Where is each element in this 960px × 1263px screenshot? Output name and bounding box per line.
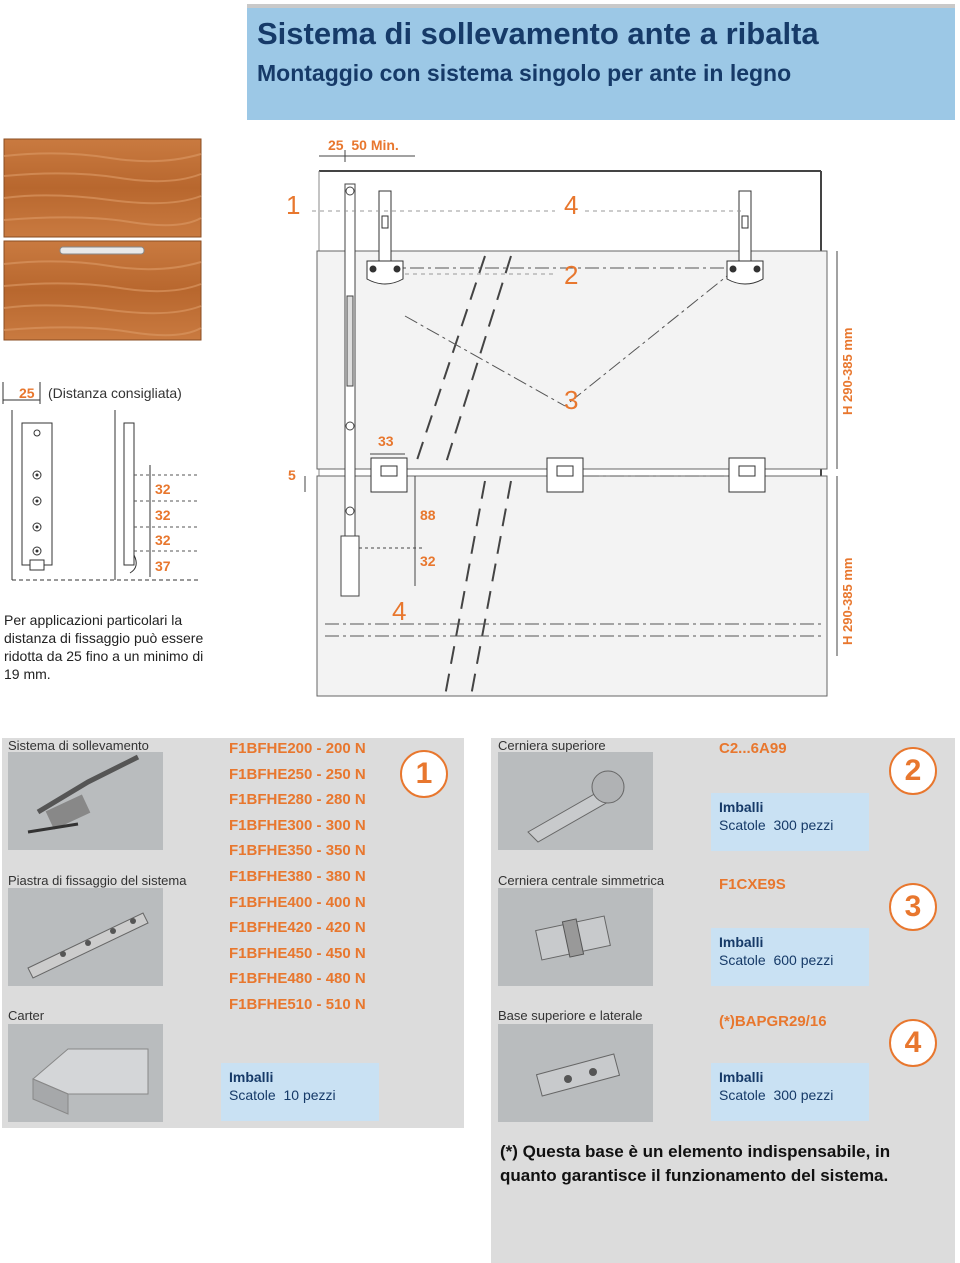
code-item: F1BFHE480 - 480 N: [229, 970, 366, 988]
dim-top: 25 50 Min.: [328, 137, 399, 153]
badge-1: 1: [400, 750, 448, 798]
pack-box-lift: Imballi Scatole 10 pezzi: [221, 1063, 379, 1121]
pack-text: Scatole 300 pezzi: [719, 817, 834, 833]
pack-text: Scatole 300 pezzi: [719, 1087, 834, 1103]
distance-label: (Distanza consigliata): [48, 385, 182, 401]
code-item: F1BFHE510 - 510 N: [229, 995, 366, 1013]
code-item: F1BFHE380 - 380 N: [229, 867, 366, 885]
caption-lift-system: Sistema di sollevamento: [8, 738, 149, 753]
dim-88: 88: [420, 507, 436, 523]
caption-center-hinge: Cerniera centrale simmetrica: [498, 873, 665, 888]
code-center-hinge: F1CXE9S: [719, 876, 786, 893]
badge-2: 2: [889, 747, 937, 795]
center-hinge-photo: [498, 888, 653, 986]
badge-4: 4: [889, 1019, 937, 1067]
mounting-plate-photo: [8, 888, 163, 986]
lift-system-photo: [8, 752, 163, 850]
code-top-hinge: C2...6A99: [719, 740, 787, 757]
code-item: F1BFHE200 - 200 N: [229, 740, 366, 757]
page-subtitle: Montaggio con sistema singolo per ante i…: [257, 60, 792, 86]
height-bottom-label: H 290-385 mm: [840, 557, 855, 645]
code-item: F1BFHE350 - 350 N: [229, 842, 366, 860]
badge-3: 3: [889, 883, 937, 931]
header-banner: Sistema di sollevamento ante a ribalta M…: [247, 4, 955, 120]
code-item: F1BFHE420 - 420 N: [229, 919, 366, 937]
lift-codes-list: F1BFHE200 - 200 N F1BFHE250 - 250 N F1BF…: [229, 740, 366, 1022]
base-photo: [498, 1024, 653, 1122]
pack-text: Scatole 10 pezzi: [229, 1087, 336, 1103]
code-base: (*)BAPGR29/16: [719, 1013, 827, 1030]
code-item: F1BFHE280 - 280 N: [229, 791, 366, 809]
pack-title: Imballi: [719, 799, 764, 815]
pack-title: Imballi: [719, 934, 764, 950]
code-item: F1BFHE400 - 400 N: [229, 893, 366, 911]
callout-4-top: 4: [564, 190, 579, 220]
callout-4-bottom: 4: [392, 596, 407, 626]
dim-32-a: 32: [155, 481, 171, 497]
carter-photo: [8, 1024, 163, 1122]
caption-carter: Carter: [8, 1008, 45, 1023]
dim-37: 37: [155, 558, 171, 574]
code-item: F1BFHE450 - 450 N: [229, 944, 366, 962]
code-item: F1BFHE300 - 300 N: [229, 816, 366, 834]
code-item: F1BFHE250 - 250 N: [229, 765, 366, 783]
footnote: (*) Questa base è un elemento indispensa…: [500, 1142, 891, 1185]
wood-fronts-illustration: [3, 138, 202, 341]
dim-32-c: 32: [155, 532, 171, 548]
dim-32-lower: 32: [420, 553, 436, 569]
installation-note: Per applicazioni particolari la distanza…: [4, 612, 204, 682]
callout-1: 1: [286, 190, 301, 220]
callout-3: 3: [564, 385, 579, 415]
caption-top-hinge: Cerniera superiore: [498, 738, 606, 753]
distance-arrow: [2, 382, 41, 404]
caption-mounting-plate: Piastra di fissaggio del sistema: [8, 873, 187, 888]
pack-title: Imballi: [719, 1069, 764, 1085]
pack-box-base: Imballi Scatole 300 pezzi: [711, 1063, 869, 1121]
dim-33: 33: [378, 433, 394, 449]
mounting-plate-detail: [11, 410, 200, 581]
dim-32-b: 32: [155, 507, 171, 523]
page-title: Sistema di sollevamento ante a ribalta: [257, 16, 819, 51]
distance-25: 25: [19, 385, 35, 401]
pack-text: Scatole 600 pezzi: [719, 952, 834, 968]
height-top-label: H 290-385 mm: [840, 327, 855, 415]
pack-box-top-hinge: Imballi Scatole 300 pezzi: [711, 793, 869, 851]
pack-title: Imballi: [229, 1069, 274, 1085]
caption-base: Base superiore e laterale: [498, 1008, 643, 1023]
callout-2: 2: [564, 260, 579, 290]
pack-box-center-hinge: Imballi Scatole 600 pezzi: [711, 928, 869, 986]
dim-5: 5: [288, 467, 296, 483]
cabinet-technical-drawing: [304, 150, 838, 697]
top-hinge-photo: [498, 752, 653, 850]
